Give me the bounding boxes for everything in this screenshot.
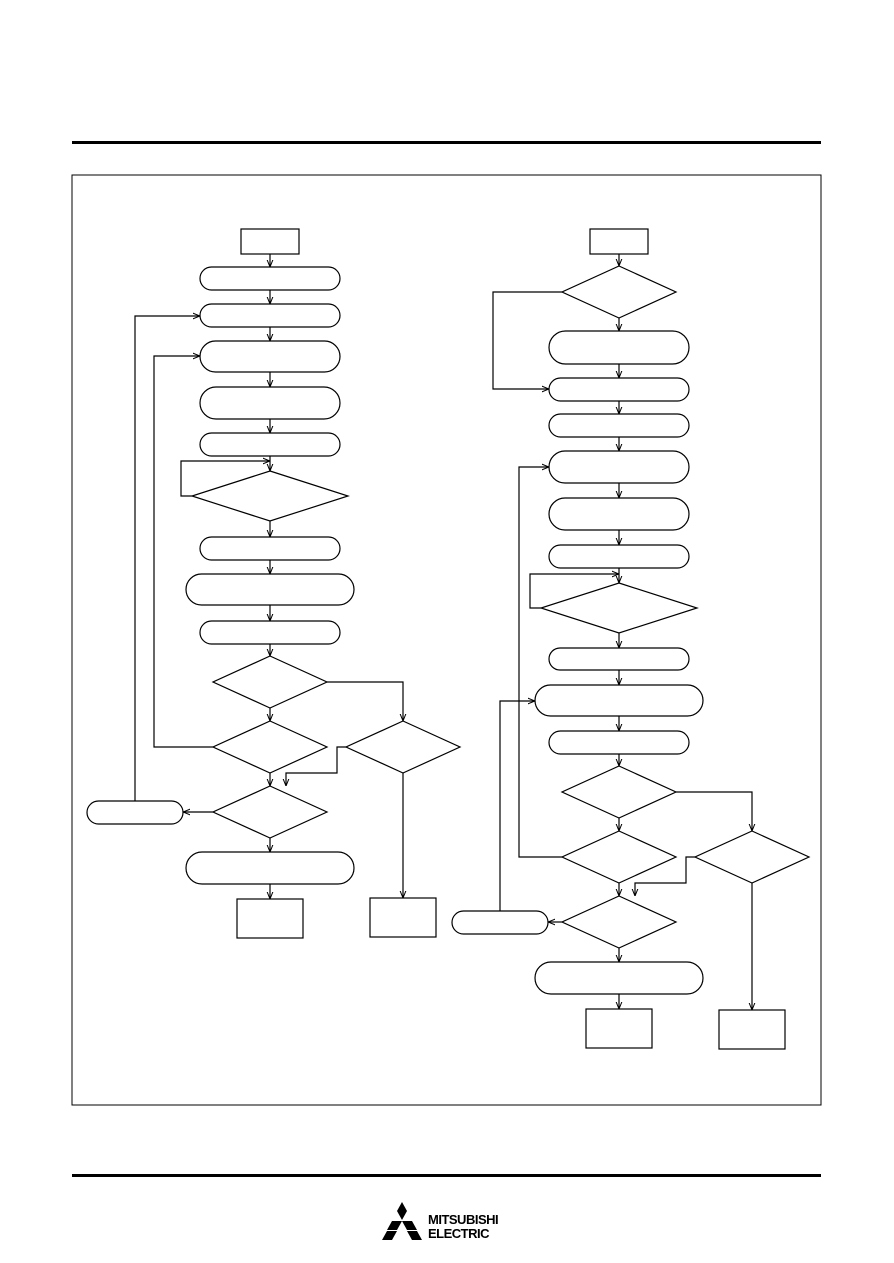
terminal-box (548, 730, 690, 755)
loop-arrow (518, 467, 562, 858)
terminal-box (548, 413, 690, 438)
merge-arrow (635, 856, 695, 896)
terminal-box (185, 573, 355, 606)
decision-diamond (539, 582, 699, 634)
terminal-box (548, 330, 690, 365)
flowchart-left (86, 228, 462, 939)
start-box (589, 228, 649, 255)
loop-arrow (180, 461, 270, 497)
decision-diamond (344, 720, 462, 774)
bypass-arrow (492, 291, 562, 389)
side-terminal-box (451, 910, 549, 935)
terminal-box (199, 620, 341, 645)
branch-arrow (676, 791, 752, 831)
terminal-box (185, 851, 355, 885)
brand-line2: ELECTRIC (428, 1226, 490, 1241)
header-rule (72, 141, 821, 144)
flowchart-right (451, 228, 811, 1050)
decision-diamond (560, 765, 678, 819)
side-terminal-box (86, 800, 184, 825)
decision-diamond (211, 655, 329, 709)
mitsubishi-logo-icon (382, 1202, 422, 1240)
terminal-box (548, 544, 690, 569)
end-box (718, 1009, 786, 1050)
terminal-box (548, 497, 690, 531)
terminal-box (548, 450, 690, 484)
terminal-box (199, 266, 341, 291)
terminal-box (199, 340, 341, 373)
end-box (585, 1008, 653, 1049)
decision-diamond (560, 895, 678, 949)
branch-arrow (327, 681, 403, 721)
terminal-box (199, 303, 341, 328)
loop-arrow (153, 356, 213, 748)
terminal-box (534, 961, 704, 995)
terminal-box (534, 684, 704, 717)
loop-arrow (499, 701, 535, 911)
loop-arrow (134, 316, 200, 801)
decision-diamond (211, 785, 329, 839)
decision-diamond (693, 830, 811, 884)
terminal-box (199, 536, 341, 561)
figure-frame (71, 174, 822, 1106)
footer-rule (72, 1174, 821, 1177)
decision-diamond (560, 265, 678, 319)
terminal-box (199, 432, 341, 457)
terminal-box (548, 377, 690, 402)
loop-arrow (529, 574, 619, 609)
brand-line1: MITSUBISHI (428, 1212, 499, 1227)
end-box (236, 898, 304, 939)
decision-diamond (211, 720, 329, 774)
terminal-box (199, 386, 341, 420)
decision-diamond (190, 470, 350, 522)
start-box (240, 228, 300, 255)
decision-diamond (560, 830, 678, 884)
terminal-box (548, 647, 690, 671)
end-box (369, 897, 437, 938)
merge-arrow (286, 746, 346, 786)
